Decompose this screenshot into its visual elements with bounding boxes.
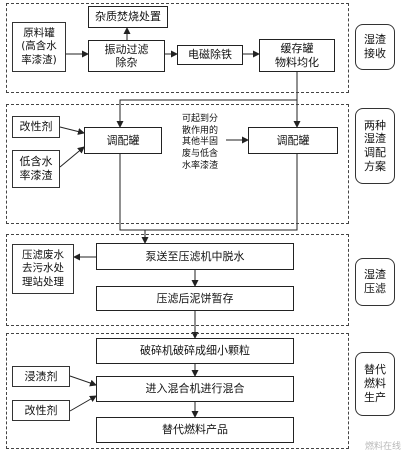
stage-frame-mixing [6,104,349,224]
pump-to-filter-press-box: 泵送至压滤机中脱水 [96,243,294,270]
stage-label-mixing: 两种 湿渣 调配 方案 [355,108,395,184]
magnetic-iron-removal-box: 电磁除铁 [177,45,243,65]
arrow-modifier-to-mix1 [59,126,85,135]
vibration-filter-box: 振动过滤 除杂 [88,40,165,72]
stage-frame-press [6,234,349,326]
soaking-agent-input: 浸渍剂 [12,366,70,387]
arrow-buffer-split [116,72,298,128]
arrow-modifier2-to-mixer [69,395,97,412]
buffer-tank-box: 缓存罐 物料均化 [259,39,335,72]
wastewater-treatment-label: 压滤废水 去污水处 理站处理 [12,244,74,294]
stage-label-receive: 湿渣 接收 [355,24,395,70]
fuel-product-box: 替代燃料产品 [96,417,294,443]
stage-label-press: 湿渣 压滤 [355,258,395,306]
impurity-incineration-box: 杂质焚烧处置 [88,6,168,28]
crusher-box: 破碎机破碎成细小颗粒 [96,338,294,364]
arrow-mix1-down [119,154,149,244]
raw-material-tank: 原料罐 (高含水 率漆渣) [12,22,66,72]
mixer-box: 进入混合机进行混合 [96,376,294,402]
stage-frame-receive [6,3,349,93]
filter-cake-storage-box: 压滤后泥饼暂存 [96,286,294,311]
arrow-lowwater-to-mix1 [59,146,85,168]
stage-frame-fuel [6,333,349,449]
mixing-tank-2: 调配罐 [248,127,338,154]
arrow-mix2-down [145,154,298,231]
modifier-input-1: 改性剂 [12,116,60,138]
watermark: 燃料在线 [364,442,401,452]
mixing-tank-1: 调配罐 [84,127,162,154]
arrow-soak-to-mixer [69,375,97,387]
dispersant-note: 可起到分 散作用的 其他半固 废与低含 水率漆渣 [181,114,218,171]
stage-label-fuel: 替代 燃料 生产 [355,352,395,416]
low-water-slag-input: 低含水 率漆渣 [12,150,60,188]
modifier-input-2: 改性剂 [12,400,70,421]
